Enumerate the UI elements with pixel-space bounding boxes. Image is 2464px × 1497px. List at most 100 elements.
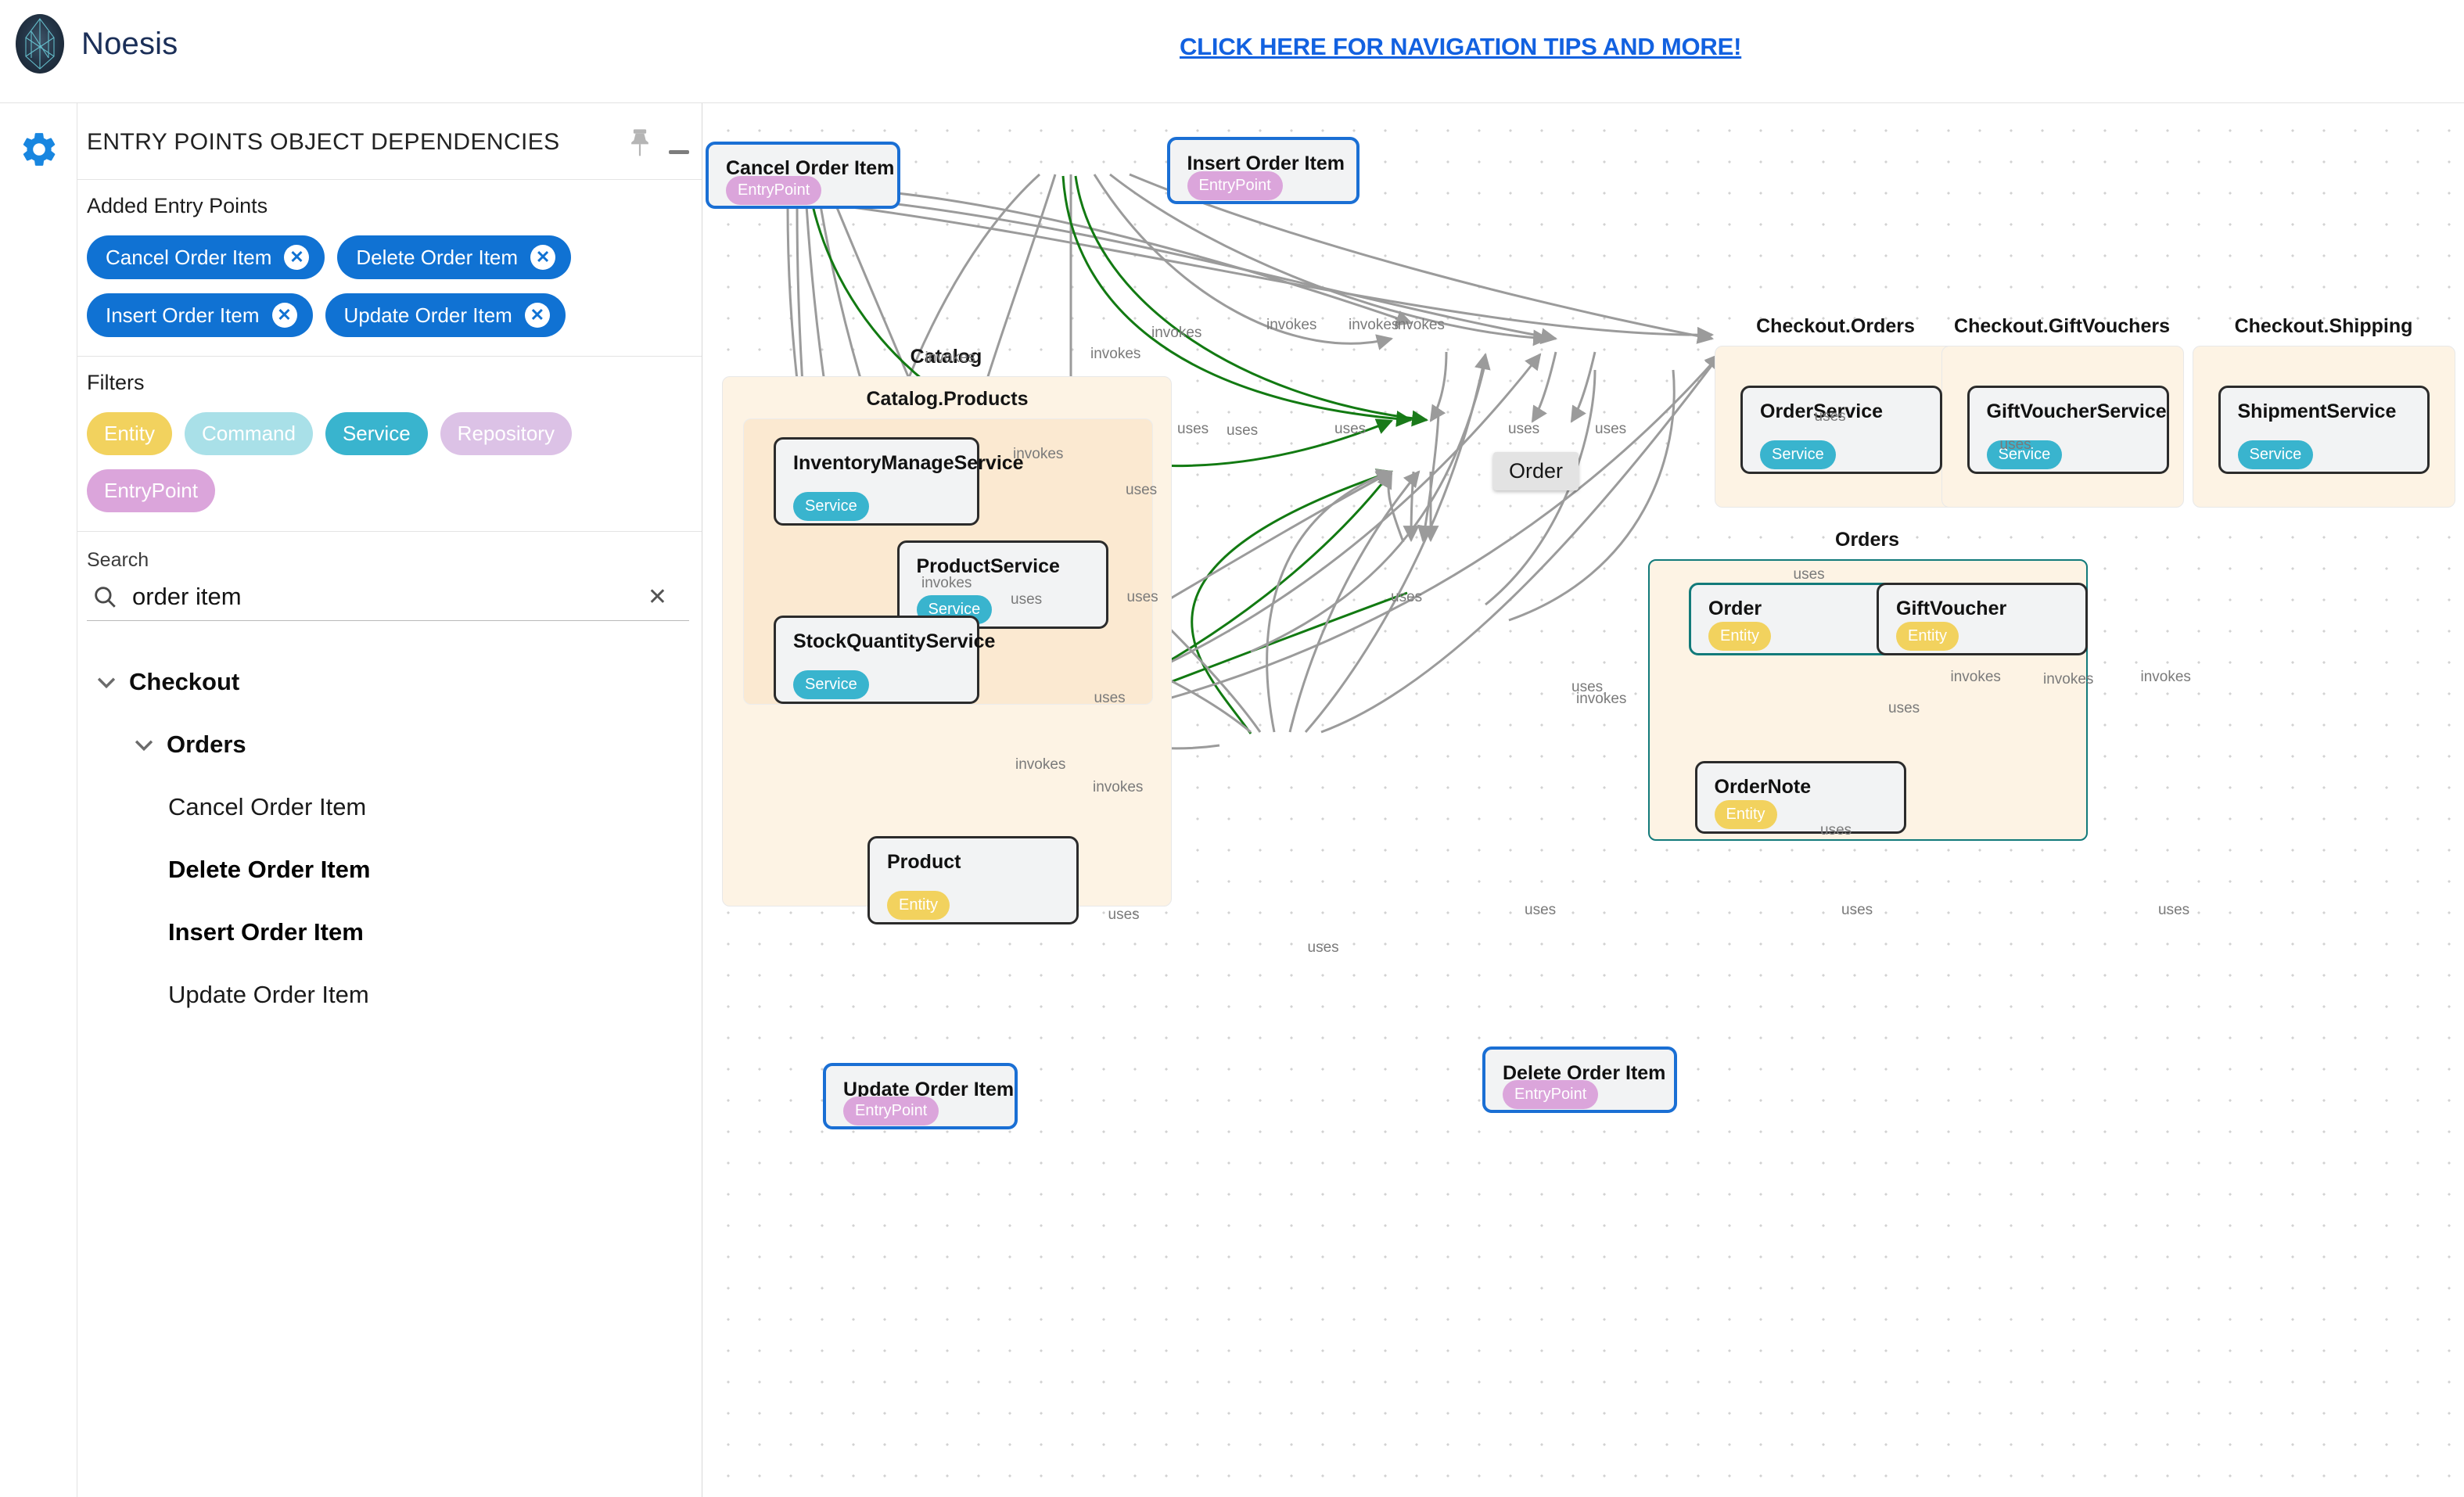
filter-chip-service[interactable]: Service	[325, 412, 428, 455]
graph-node-tag: Entity	[1714, 800, 1777, 829]
added-entry-points-section: Added Entry Points Cancel Order Item✕Del…	[77, 180, 702, 357]
graph-node-tag: EntryPoint	[843, 1097, 939, 1125]
edge-label: uses	[1126, 588, 1158, 605]
tree-item-insert-order-item[interactable]: Insert Order Item	[77, 901, 702, 964]
minimize-icon[interactable]	[669, 150, 689, 154]
close-circle-icon[interactable]: ✕	[530, 245, 556, 270]
entry-point-chip-label: Delete Order Item	[356, 245, 519, 269]
entry-point-chip-label: Cancel Order Item	[106, 245, 272, 269]
tree-item-delete-order-item[interactable]: Delete Order Item	[77, 838, 702, 901]
graph-node-label: Update Order Item	[843, 1078, 1015, 1100]
chevron-down-icon[interactable]	[131, 731, 157, 758]
pin-icon[interactable]	[627, 128, 653, 158]
tree-item-label: Update Order Item	[168, 981, 369, 1008]
close-circle-icon[interactable]: ✕	[524, 303, 550, 328]
tree-item-label: Cancel Order Item	[168, 793, 367, 820]
left-rail	[0, 103, 77, 1497]
edge-label: uses	[1334, 421, 1367, 437]
edge-label: invokes	[1093, 778, 1144, 795]
edge-label: invokes	[921, 574, 972, 591]
entry-points-panel: ENTRY POINTS OBJECT DEPENDENCIES Added E…	[77, 103, 702, 1497]
edge-label: invokes	[1394, 316, 1445, 333]
tree-item-update-order-item[interactable]: Update Order Item	[77, 964, 702, 1026]
graph-node-label: GiftVoucher	[1896, 598, 2007, 619]
graph-group-title: Orders	[1835, 529, 1899, 551]
tree-group-checkout[interactable]: Checkout	[77, 651, 702, 713]
node-tooltip: Order	[1493, 452, 1579, 490]
close-circle-icon[interactable]: ✕	[271, 303, 297, 328]
graph-node-tag: EntryPoint	[1187, 171, 1283, 200]
graph-node-label: GiftVoucherService	[1986, 400, 2167, 422]
edge-label: uses	[1820, 822, 1852, 838]
graph-group-title: Checkout.Orders	[1756, 315, 1915, 337]
edge-label: invokes	[1950, 668, 2001, 685]
tree-item-label: Insert Order Item	[168, 918, 364, 946]
graph-node-label: OrderService	[1760, 400, 1884, 422]
filter-chip-repository[interactable]: Repository	[440, 412, 572, 455]
edge-label: uses	[1525, 902, 1557, 918]
entry-point-chip-label: Update Order Item	[343, 303, 512, 327]
filter-chip-command[interactable]: Command	[185, 412, 313, 455]
graph-node-tag: Entity	[1708, 622, 1772, 651]
top-bar: Noesis CLICK HERE FOR NAVIGATION TIPS AN…	[0, 0, 2464, 103]
edge-label: uses	[1508, 421, 1540, 437]
edge-label: uses	[1841, 902, 1873, 918]
search-label: Search	[87, 549, 149, 571]
added-entry-points-label: Added Entry Points	[87, 194, 268, 217]
edge-label: uses	[1177, 421, 1209, 437]
edge-label: uses	[1227, 422, 1259, 439]
clear-icon[interactable]: ✕	[647, 583, 667, 610]
graph-node-label: Insert Order Item	[1187, 153, 1345, 174]
entry-point-chip[interactable]: Cancel Order Item ✕	[87, 235, 325, 279]
search-input[interactable]	[132, 583, 630, 611]
tree-group-orders[interactable]: Orders	[77, 713, 702, 776]
edge-label: uses	[1108, 906, 1140, 923]
chevron-down-icon[interactable]	[93, 669, 120, 695]
filter-chip-entity[interactable]: Entity	[87, 412, 173, 455]
entry-point-chip[interactable]: Delete Order Item ✕	[337, 235, 572, 279]
entry-point-chip[interactable]: Insert Order Item✕	[87, 293, 313, 337]
filters-label: Filters	[87, 371, 145, 394]
graph-group-title: Catalog.Products	[866, 388, 1029, 410]
edge-label: uses	[1094, 689, 1126, 706]
edge-label: uses	[1814, 407, 1846, 425]
edge-label: uses	[2158, 902, 2190, 918]
edge-label: invokes	[2140, 668, 2191, 685]
edge-label: invokes	[1090, 346, 1141, 362]
panel-header: ENTRY POINTS OBJECT DEPENDENCIES	[77, 103, 702, 180]
gear-icon[interactable]	[19, 129, 59, 170]
close-circle-icon[interactable]: ✕	[284, 245, 310, 270]
graph-node-tag: Service	[793, 491, 869, 521]
graph-node-tag: EntryPoint	[726, 175, 822, 205]
edge-label: invokes	[1015, 756, 1066, 773]
panel-title: ENTRY POINTS OBJECT DEPENDENCIES	[87, 129, 560, 155]
filter-chip-entrypoint[interactable]: EntryPoint	[87, 469, 215, 512]
edge-label: uses	[1999, 436, 2031, 453]
brand-name: Noesis	[81, 26, 178, 61]
navigation-tips-link[interactable]: CLICK HERE FOR NAVIGATION TIPS AND MORE!	[1180, 33, 1742, 60]
graph-group-title: Checkout.GiftVouchers	[1954, 315, 2170, 337]
added-entry-points-list: Cancel Order Item✕Delete Order Item✕Inse…	[87, 235, 702, 337]
tree-item-cancel-order-item[interactable]: Cancel Order Item	[77, 776, 702, 838]
entry-point-chip[interactable]: Update Order Item ✕	[325, 293, 566, 337]
edge-label: invokes	[1266, 316, 1317, 333]
edge-label: uses	[1011, 591, 1043, 608]
brand: Noesis	[16, 14, 178, 74]
